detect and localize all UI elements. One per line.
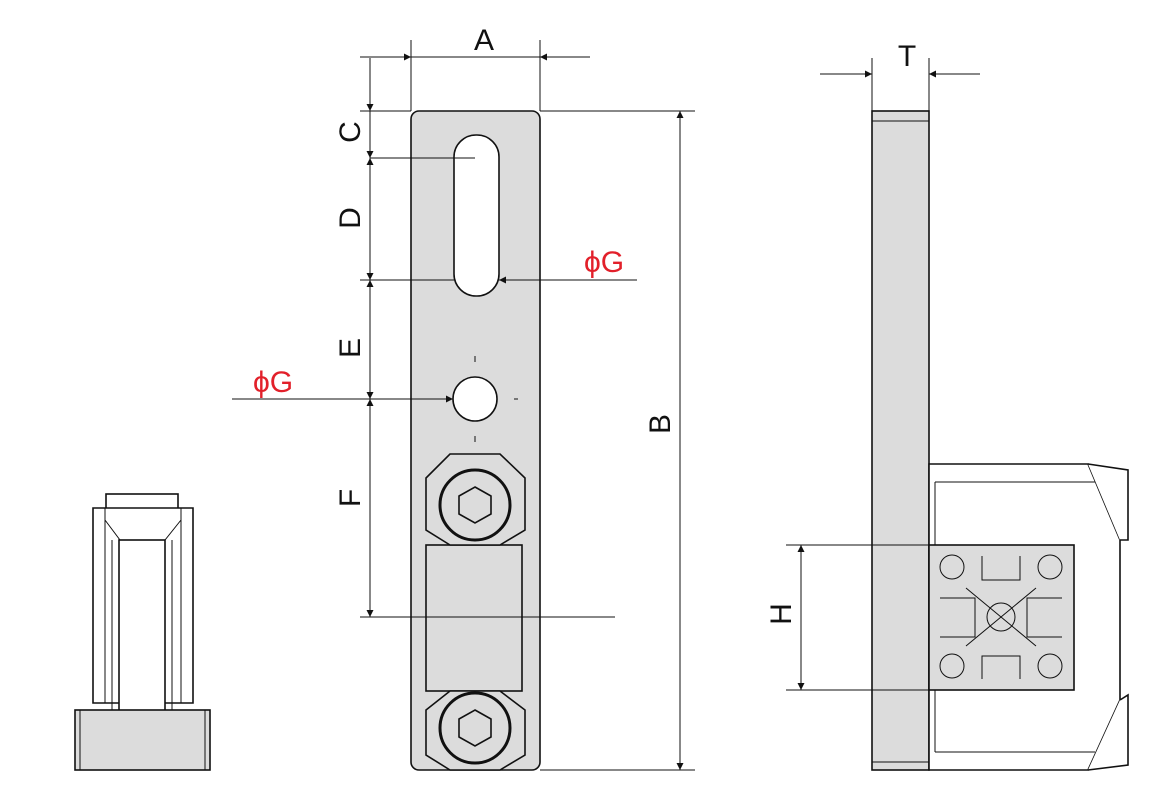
end-view-web [118,539,166,721]
label-C: C [334,121,367,143]
side-plate [871,110,930,771]
front-view [410,110,541,771]
label-D: D [334,207,367,229]
upper-hex-socket-icon [458,486,492,524]
profile-slots [939,554,1063,679]
label-G-slot: ϕG [584,246,624,279]
label-F: F [334,489,367,507]
label-T: T [898,40,916,73]
round-hole [452,376,498,422]
clamp-body [425,544,523,692]
end-view-base [74,709,211,771]
label-A: A [474,24,494,57]
end-view [74,493,211,771]
slot-hole [453,134,500,297]
lower-hex-socket-icon [458,709,492,747]
label-B: B [644,414,677,434]
label-G-hole: ϕG [253,366,293,399]
front-dimensions [232,40,695,771]
label-H: H [765,603,798,625]
label-E: E [334,338,367,358]
side-view [786,58,1129,771]
